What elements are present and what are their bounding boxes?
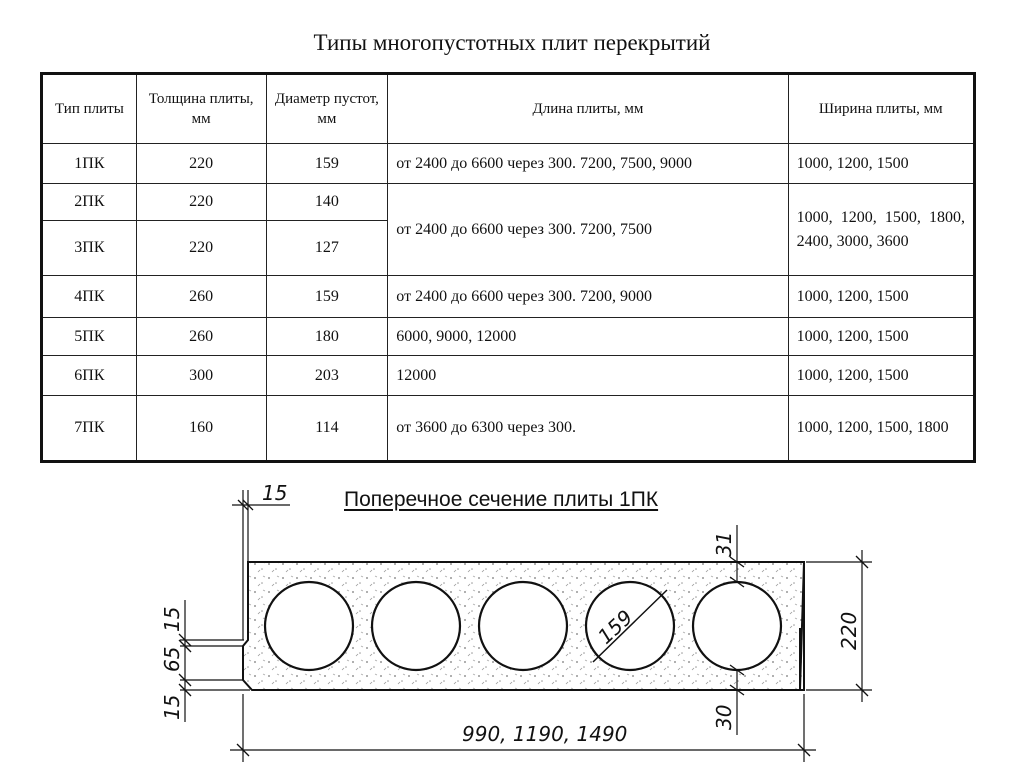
- cell-thickness: 260: [135, 317, 267, 356]
- widths-label: 990, 1190, 1490: [462, 722, 627, 746]
- cell-type: 2ПК: [41, 183, 137, 221]
- header-width: Ширина плиты, мм: [787, 73, 976, 144]
- left-dim-a-label: 15: [160, 607, 184, 632]
- cell-width: 1000, 1200, 1500, 1800: [787, 395, 976, 462]
- cell-thickness: 220: [135, 143, 267, 184]
- header-type: Тип плиты: [41, 73, 137, 144]
- page-title: Типы многопустотных плит перекрытий: [313, 30, 711, 55]
- cell-width: 1000, 1200, 1500: [787, 143, 976, 184]
- cell-width-text: 1000, 1200, 1500, 1800: [796, 419, 949, 436]
- cell-length: от 2400 до 6600 через 300. 7200, 9000: [387, 275, 789, 318]
- cell-type: 4ПК: [41, 275, 137, 318]
- slab-outline-right: [798, 561, 805, 691]
- void-circle: [263, 580, 355, 672]
- cell-length: от 2400 до 6600 через 300. 7200, 7500, 9…: [387, 143, 789, 184]
- height-label: 220: [837, 612, 861, 650]
- cell-type: 1ПК: [41, 143, 137, 184]
- void-circle: [370, 580, 462, 672]
- cell-length: 12000: [387, 355, 789, 396]
- void-circle: [477, 580, 569, 672]
- table-row: 6ПК 300 203 12000 1000, 1200, 1500: [41, 355, 976, 396]
- cell-length: от 3600 до 6300 через 300.: [387, 395, 789, 462]
- cell-length: 6000, 9000, 12000: [387, 317, 789, 356]
- table-row: 4ПК 260 159 от 2400 до 6600 через 300. 7…: [41, 275, 976, 318]
- cell-diameter: 127: [265, 220, 389, 276]
- table-row: 7ПК 160 114 от 3600 до 6300 через 300. 1…: [41, 395, 976, 462]
- cell-thickness: 260: [135, 275, 267, 318]
- left-dim-b-label: 65: [160, 647, 184, 672]
- cell-diameter: 114: [265, 395, 389, 462]
- bottom-cover-label: 30: [712, 705, 736, 730]
- table-row: 2ПК 220 140 от 2400 до 6600 через 300. 7…: [41, 183, 976, 276]
- cell-width: 1000, 1200, 1500: [787, 317, 976, 356]
- top-cover-label: 31: [712, 532, 736, 557]
- cell-type: 3ПК: [41, 220, 137, 276]
- header-diameter: Диаметр пустот, мм: [265, 73, 389, 144]
- cell-width: 1000, 1200, 1500: [787, 355, 976, 396]
- plate-types-table: Тип плиты Толщина плиты, мм Диаметр пуст…: [40, 72, 976, 463]
- cell-length: от 2400 до 6600 через 300. 7200, 7500: [387, 183, 789, 276]
- cell-diameter: 140: [265, 183, 389, 221]
- table-row: 5ПК 260 180 6000, 9000, 12000 1000, 1200…: [41, 317, 976, 356]
- cell-thickness: 300: [135, 355, 267, 396]
- cell-diameter: 159: [265, 143, 389, 184]
- table-row: 3ПК 220 127: [41, 220, 975, 276]
- cell-diameter: 203: [265, 355, 389, 396]
- cell-diameter: 180: [265, 317, 389, 356]
- cell-width-text: 1000, 1200, 1500, 1800, 2400, 3000, 3600: [796, 208, 965, 250]
- header-thickness: Толщина плиты, мм: [135, 73, 267, 144]
- cell-type: 7ПК: [41, 395, 137, 462]
- left-dim-c-label: 15: [160, 695, 184, 720]
- top-offset-label: 15: [262, 481, 287, 505]
- cell-type: 5ПК: [41, 317, 137, 356]
- void-circle: [691, 580, 783, 672]
- cross-section-drawing: 159 15 31 30 220 15 65 15 990, 1190, 149…: [160, 481, 872, 762]
- table-row: 1ПК 220 159 от 2400 до 6600 через 300. 7…: [41, 143, 976, 184]
- cell-width: 1000, 1200, 1500: [787, 275, 976, 318]
- cell-width: 1000, 1200, 1500, 1800, 2400, 3000, 3600: [787, 183, 976, 276]
- cell-thickness: 220: [135, 220, 267, 276]
- cell-type: 6ПК: [41, 355, 137, 396]
- table-header-row: Тип плиты Толщина плиты, мм Диаметр пуст…: [41, 73, 976, 144]
- header-length: Длина плиты, мм: [387, 73, 789, 144]
- section-title: Поперечное сечение плиты 1ПК: [344, 488, 659, 511]
- cell-diameter: 159: [265, 275, 389, 318]
- cell-thickness: 220: [135, 183, 267, 221]
- cell-thickness: 160: [135, 395, 267, 462]
- diameter-line: [592, 589, 668, 663]
